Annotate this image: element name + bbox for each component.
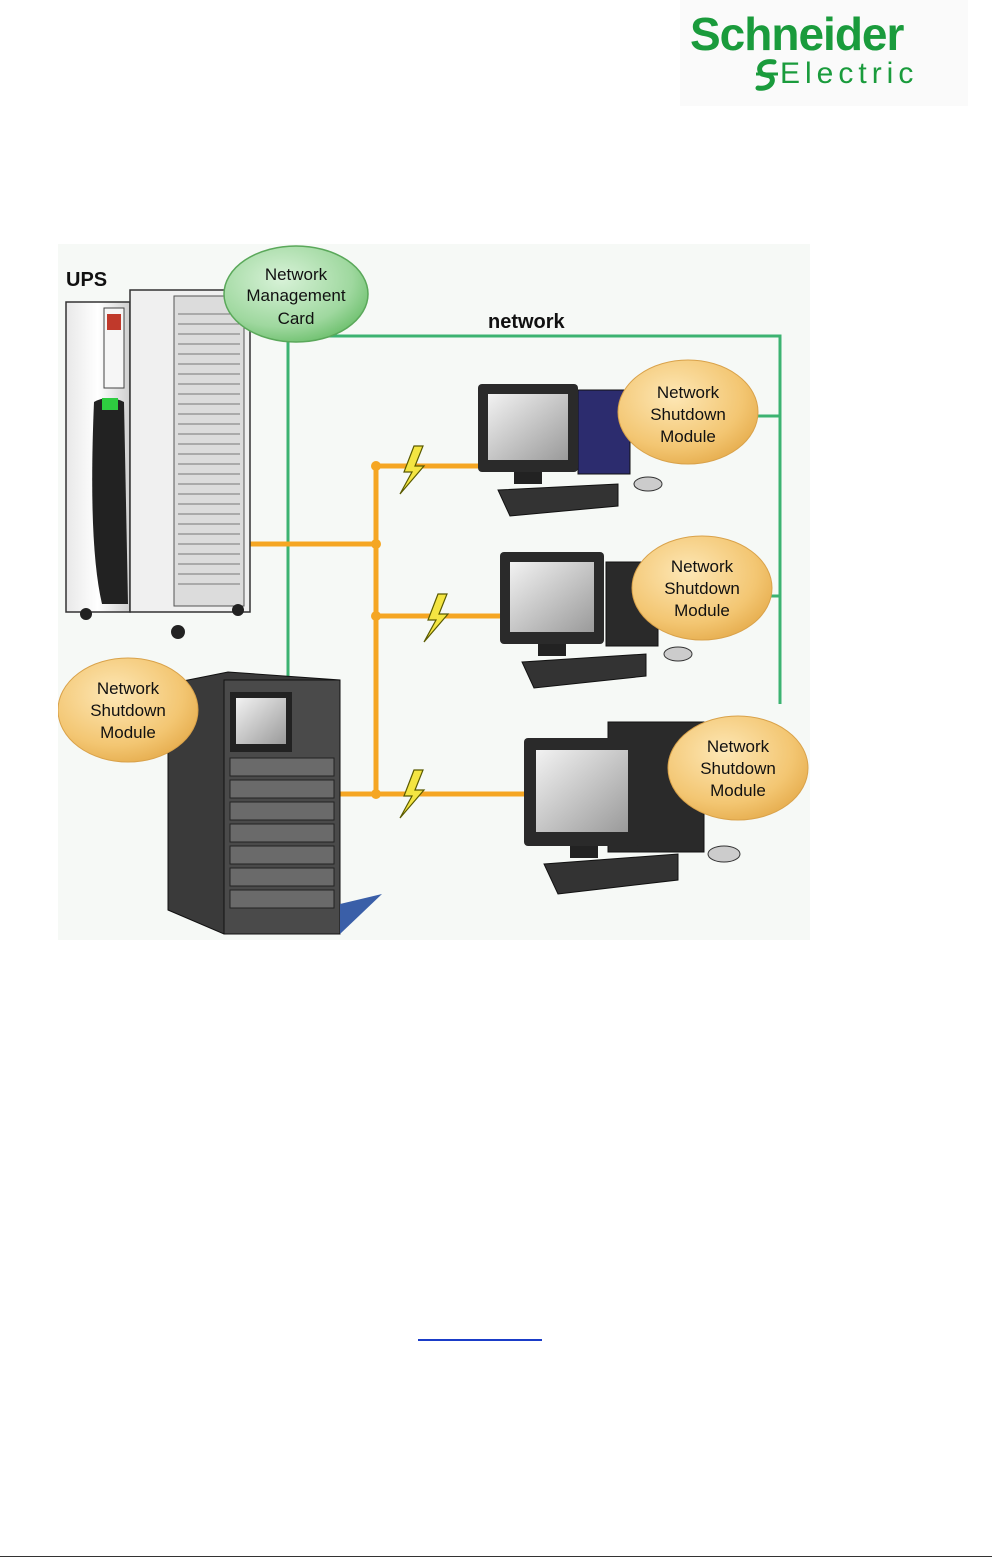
nsm-bubble: Network Shutdown Module [617,359,759,465]
nsm-bubble-line3: Module [710,781,766,800]
ups-network-diagram: UPS Network Management Card network [58,244,810,940]
nsm-bubble-line1: Network [671,557,734,576]
ups-unit-icon [65,289,251,639]
ups-label: UPS [66,269,107,291]
nsm-bubble-line3: Module [674,601,730,620]
nsm-bubble-line2: Shutdown [664,579,740,598]
logo-wordmark-schneider: Schneider [690,8,904,60]
nsm-bubble: Network Shutdown Module [58,657,199,763]
power-junctions [371,461,381,799]
server-rack-icon [167,671,382,935]
nsm-bubble-line3: Module [100,723,156,742]
nsm-bubble-line1: Network [97,679,160,698]
computer-icon [500,552,693,689]
nmc-bubble: Network Management Card [223,245,369,343]
nsm-bubble-line2: Shutdown [650,405,726,424]
hyperlink-underline [418,1339,542,1341]
nsm-bubble-line1: Network [657,383,720,402]
nsm-bubble: Network Shutdown Module [631,535,773,641]
hyperlink[interactable] [418,1322,542,1340]
logo-wordmark-electric: Electric [780,57,919,90]
computer-icon [478,384,663,517]
footer-divider [0,1556,992,1557]
nsm-bubble-line2: Shutdown [700,759,776,778]
lightning-icon [399,445,426,495]
power-lines [250,463,528,797]
nsm-bubble: Network Shutdown Module [667,715,809,821]
lightning-icon [423,593,450,643]
nsm-bubble-line3: Module [660,427,716,446]
nmc-bubble-line1: Network [265,265,328,284]
schneider-electric-logo-icon [755,59,778,91]
nmc-bubble-line3: Card [278,309,315,328]
nsm-bubble-line1: Network [707,737,770,756]
schneider-electric-logo: Schneider Electric [680,0,968,106]
network-label: network [488,311,566,333]
nmc-bubble-line2: Management [246,286,346,305]
lightning-icons [399,445,450,819]
nsm-bubble-line2: Shutdown [90,701,166,720]
lightning-icon [399,769,426,819]
